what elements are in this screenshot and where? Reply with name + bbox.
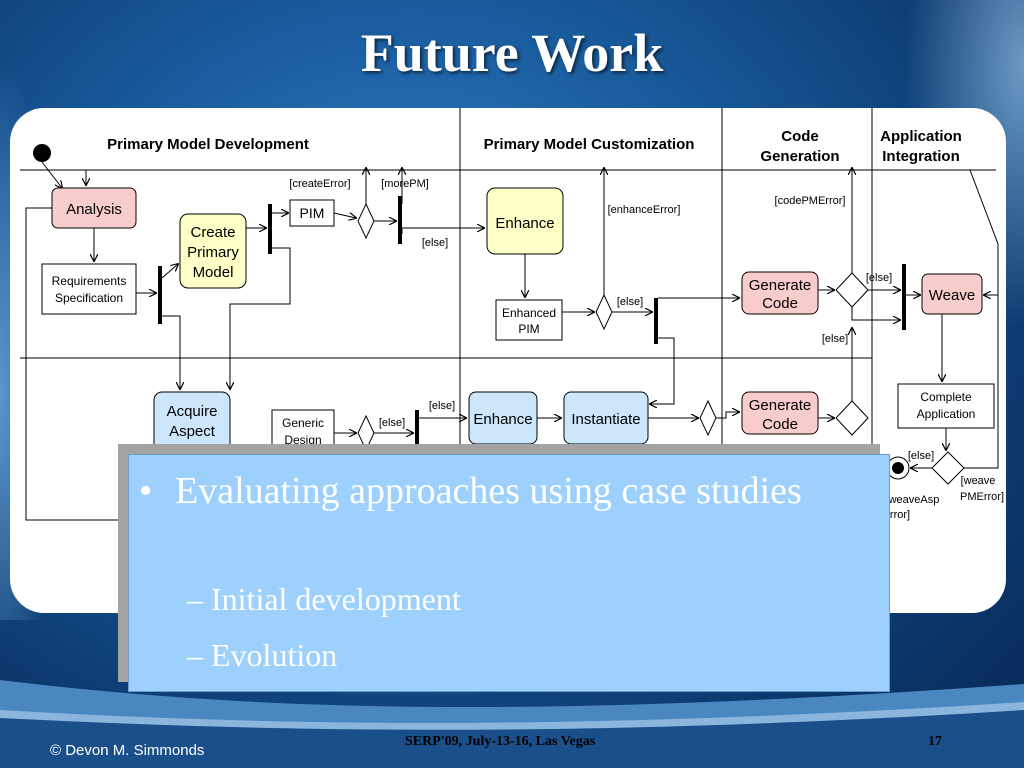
callout-bullet-text: Evaluating approaches using case studies: [175, 470, 802, 512]
instantiate-label: Instantiate: [571, 411, 640, 428]
complete-application-label-1: Complete: [920, 390, 972, 404]
guard-more-pm: [morePM]: [381, 178, 429, 190]
pim-artifact: [289, 199, 335, 227]
lane-title-primary-model-customization: Primary Model Customization: [484, 136, 695, 153]
pim-label: PIM: [300, 205, 325, 221]
generate-code-bottom-label-2: Code: [762, 416, 798, 433]
footer-wave: [0, 680, 1024, 768]
fork-bar-pim: [268, 204, 272, 254]
flow-start-to-analysis: [41, 161, 62, 188]
callout-sub-item-evolution: – Evolution: [187, 637, 338, 673]
guard-else-generic: [else]: [379, 417, 405, 429]
generate-code-top-label-2: Code: [762, 295, 798, 312]
flow-pim-to-diamond: [333, 213, 356, 218]
weave-label: Weave: [929, 287, 975, 304]
guard-else-enhance-bottom: [else]: [429, 400, 455, 412]
generic-design-label-1: Generic: [282, 416, 324, 430]
enhance-bottom-label: Enhance: [473, 411, 532, 428]
decision-diamond-weave: [931, 451, 965, 485]
create-primary-model-label-1: Create: [190, 224, 235, 241]
enhanced-pim-label-1: Enhanced: [502, 306, 556, 320]
acquire-aspect-models-label-2: Aspect: [169, 423, 216, 440]
flow-fork-to-create: [161, 264, 178, 279]
create-primary-model-node: [179, 213, 247, 289]
guard-else-code-top-2: [else]: [822, 333, 848, 345]
activity-diagram: Primary Model Development Primary Model …: [20, 108, 1004, 613]
guard-weave-asp-error-1: weaveAsp: [888, 494, 940, 506]
guard-create-error: [createError]: [289, 178, 350, 190]
footer-conference: SERP'09, July-13-16, Las Vegas: [405, 734, 596, 749]
enhanced-pim-label-2: PIM: [518, 322, 539, 336]
slide-title: Future Work: [360, 23, 664, 83]
decision-diamond-generic: [357, 414, 375, 452]
join-bar-weave: [902, 264, 906, 330]
analysis-label: Analysis: [66, 201, 122, 218]
requirements-specification-artifact: [41, 263, 137, 315]
guard-weave-pm-error-1: [weave: [961, 475, 996, 487]
future-work-callout: • Evaluating approaches using case studie…: [128, 454, 890, 692]
flow-diamond-to-generate-bottom: [716, 412, 739, 419]
final-node-dot: [892, 462, 904, 474]
flow-else-to-weave-join: [851, 307, 900, 320]
enhance-top-label: Enhance: [495, 215, 554, 232]
flow-join-to-enhance: [401, 228, 484, 234]
lane-title-application-integration-line1: Application: [880, 128, 962, 145]
join-bar-generic: [415, 410, 419, 456]
guard-else-code-top-1: [else]: [866, 272, 892, 284]
guard-else-weave: [else]: [908, 450, 934, 462]
decision-diamond-pim: [357, 202, 375, 240]
initial-node: [33, 144, 51, 162]
decision-diamond-enhanced: [595, 293, 613, 331]
guard-weave-pm-error-2: PMError]: [960, 491, 1004, 503]
generate-code-top-label-1: Generate: [749, 277, 812, 294]
guard-enhance-error: [enhanceError]: [608, 204, 681, 216]
flow-weave-pm-error: [964, 169, 999, 469]
create-primary-model-label-3: Model: [193, 264, 234, 281]
requirements-specification-label-1: Requirements: [52, 274, 127, 288]
guard-code-pm-error: [codePMError]: [775, 195, 846, 207]
bullet-dot-icon: •: [139, 470, 153, 512]
weave-node: [921, 273, 983, 315]
join-bar-pim: [398, 196, 402, 244]
callout-bullet: • Evaluating approaches using case studie…: [139, 465, 839, 517]
guard-weave-asp-error-2: rror]: [890, 509, 910, 521]
generate-code-bottom-node: [741, 391, 819, 435]
flow-fork-to-acquire: [162, 315, 180, 389]
fork-bar-customization: [654, 298, 658, 344]
create-primary-model-label-2: Primary: [187, 244, 239, 261]
acquire-aspect-models-label-1: Acquire: [167, 403, 218, 420]
decision-diamond-code-top: [835, 272, 869, 308]
footer-wave-front: [0, 710, 1024, 768]
flow-fork-to-acquire-2: [230, 247, 291, 389]
complete-application-label-2: Application: [917, 407, 976, 421]
flow-fork-to-instantiate: [650, 337, 675, 404]
decision-diamond-instantiate: [699, 399, 717, 437]
lane-title-application-integration-line2: Integration: [882, 148, 960, 165]
guard-else-pim: [else]: [422, 237, 448, 249]
requirements-specification-label-2: Specification: [55, 291, 123, 305]
enhanced-pim-artifact: [495, 299, 563, 341]
guard-else-enhanced: [else]: [617, 296, 643, 308]
lane-title-primary-model-development: Primary Model Development: [107, 136, 309, 153]
lane-title-code-generation-line1: Code: [781, 128, 819, 145]
decision-diamond-code-bottom: [835, 400, 869, 436]
generic-design-label-2: Design: [284, 433, 321, 447]
footer-author: © Devon M. Simmonds: [50, 742, 205, 759]
generic-design-artifact: [271, 409, 335, 451]
lane-title-code-generation-line2: Generation: [760, 148, 839, 165]
callout-sub-item-initial-development: – Initial development: [187, 581, 461, 617]
fork-bar-requirements: [158, 266, 162, 324]
generate-code-bottom-label-1: Generate: [749, 397, 812, 414]
generate-code-top-node: [741, 271, 819, 315]
footer-page-number: 17: [928, 734, 942, 749]
